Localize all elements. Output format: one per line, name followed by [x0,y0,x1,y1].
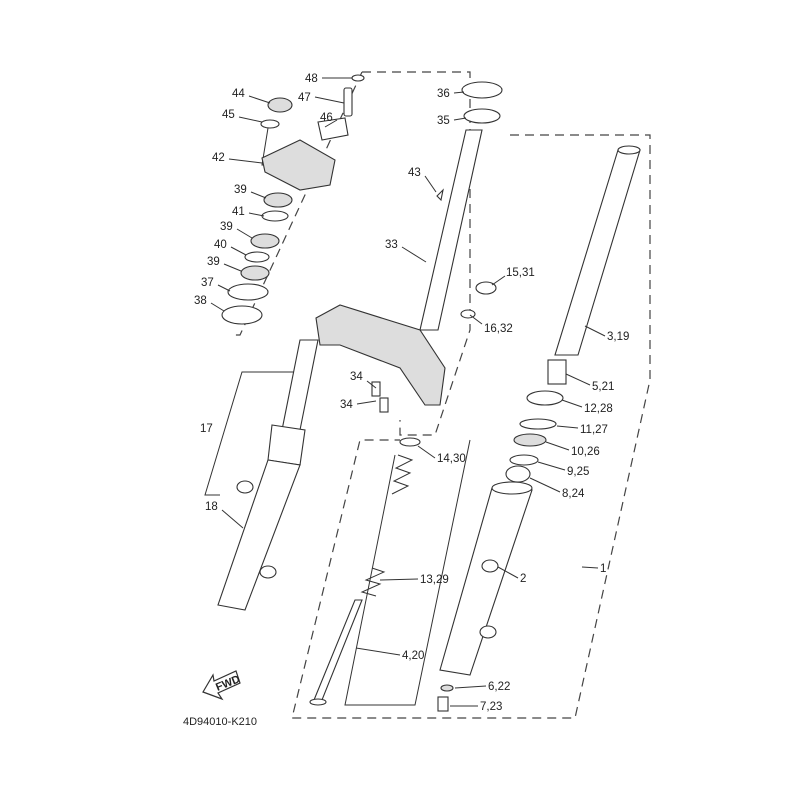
callout-label: 47 [298,92,311,104]
callout-label: 46 [320,112,333,124]
callout-label: 15,31 [506,267,535,279]
callout-label: 35 [437,115,450,127]
callout-label: 7,23 [480,701,502,713]
callout-label: 45 [222,109,235,121]
callout-label: 48 [305,73,318,85]
callout-label: 4,20 [402,650,424,662]
callout-label: 36 [437,88,450,100]
callout-label: 43 [408,167,421,179]
fwd-label: FWD [214,673,242,694]
callout-label: 40 [214,239,227,251]
callout-label: 44 [232,88,245,100]
callout-label: 39 [207,256,220,268]
callout-label: 1 [600,563,606,575]
callout-label: 38 [194,295,207,307]
part-left-fork [217,339,319,611]
callout-label: 16,32 [484,323,513,335]
callout-label: 18 [205,501,218,513]
callout-label: 2 [520,573,526,585]
fwd-arrow-icon: FWD [202,670,242,701]
bracket-4-20 [344,439,471,706]
callout-label: 10,26 [571,446,600,458]
callout-label: 41 [232,206,245,218]
leader-lines [210,77,606,707]
part-spring-assembly [309,437,421,706]
callout-label: 13,29 [420,574,449,586]
callout-label: 8,24 [562,488,585,500]
diagram-code: 4D94010-K210 [183,716,257,728]
callout-label: 34 [340,399,353,411]
callout-label: 5,21 [592,381,614,393]
callout-label: 12,28 [584,403,613,415]
fork-group-outline [291,134,651,719]
callout-label: 37 [201,277,214,289]
callout-labels: 48 47 46 44 45 42 39 41 39 40 39 37 38 3… [194,73,629,713]
bracket-17 [204,371,300,496]
callout-label: 33 [385,239,398,251]
callout-label: 39 [220,221,233,233]
callout-label: 11,27 [580,424,608,436]
callout-label: 9,25 [567,466,589,478]
callout-label: 14,30 [437,453,466,465]
part-right-fork [437,145,641,712]
callout-label: 6,22 [488,681,510,693]
callout-label: 42 [212,152,225,164]
part-parts-top [221,74,503,325]
callout-label: 34 [350,371,363,383]
part-steering-stem [315,129,497,413]
callout-label: 39 [234,184,247,196]
callout-label: 17 [200,423,213,435]
callout-label: 3,19 [607,331,629,343]
